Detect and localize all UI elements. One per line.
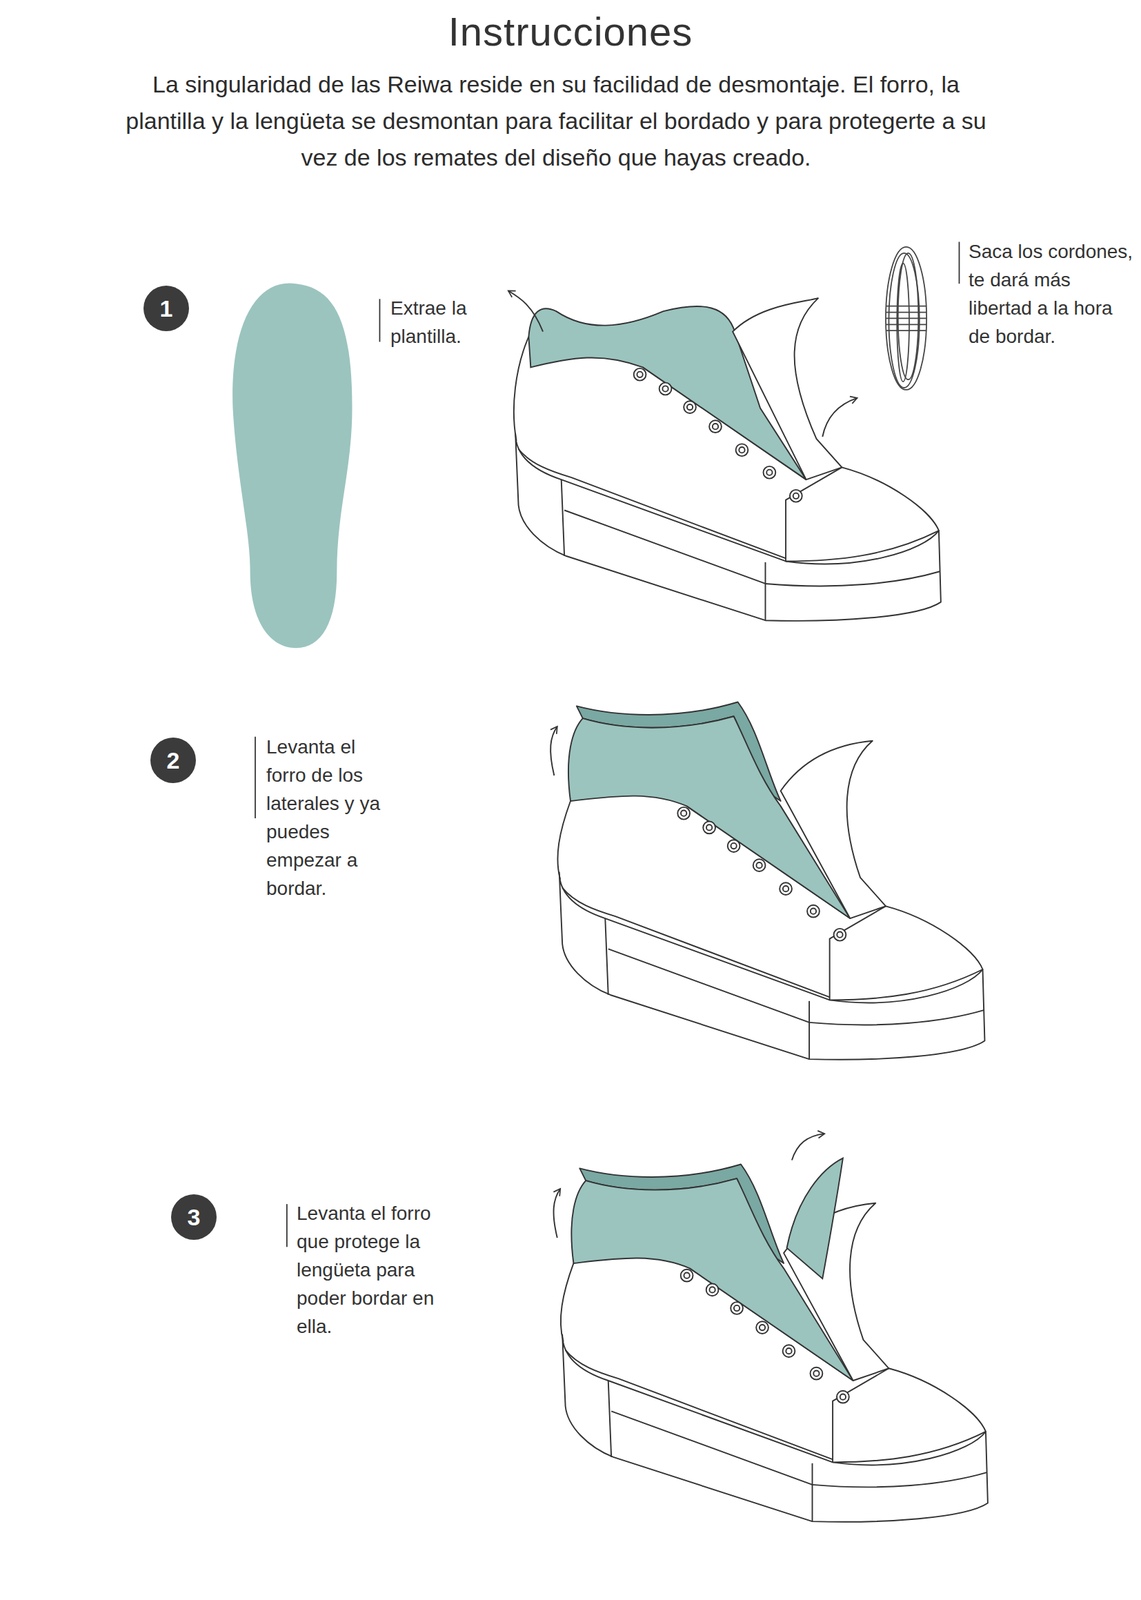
sneaker-high-tongue (553, 1133, 988, 1522)
step-number: 2 (150, 737, 196, 783)
title: Instrucciones (275, 8, 866, 55)
callout-number: 3 (187, 1203, 201, 1231)
callout-number: 1 (160, 295, 174, 323)
step-note: Levanta el forro que protege la lengüeta… (296, 1198, 435, 1341)
insole (232, 282, 352, 648)
laces (885, 246, 927, 390)
intro-text: La singularidad de las Reiwa reside en s… (121, 66, 991, 176)
text-bar (255, 242, 959, 1248)
step-number: 3 (171, 1194, 217, 1240)
step-note: Extrae la plantilla. (390, 293, 529, 351)
step-note: Levanta el forro de los laterales y ya p… (266, 732, 391, 903)
sneaker-low (508, 291, 941, 621)
callout-number: 2 (166, 747, 181, 775)
sneaker-high (550, 702, 985, 1060)
step-note: Saca los cordones, te dará más libertad … (968, 237, 1135, 351)
step-number: 1 (143, 285, 190, 332)
